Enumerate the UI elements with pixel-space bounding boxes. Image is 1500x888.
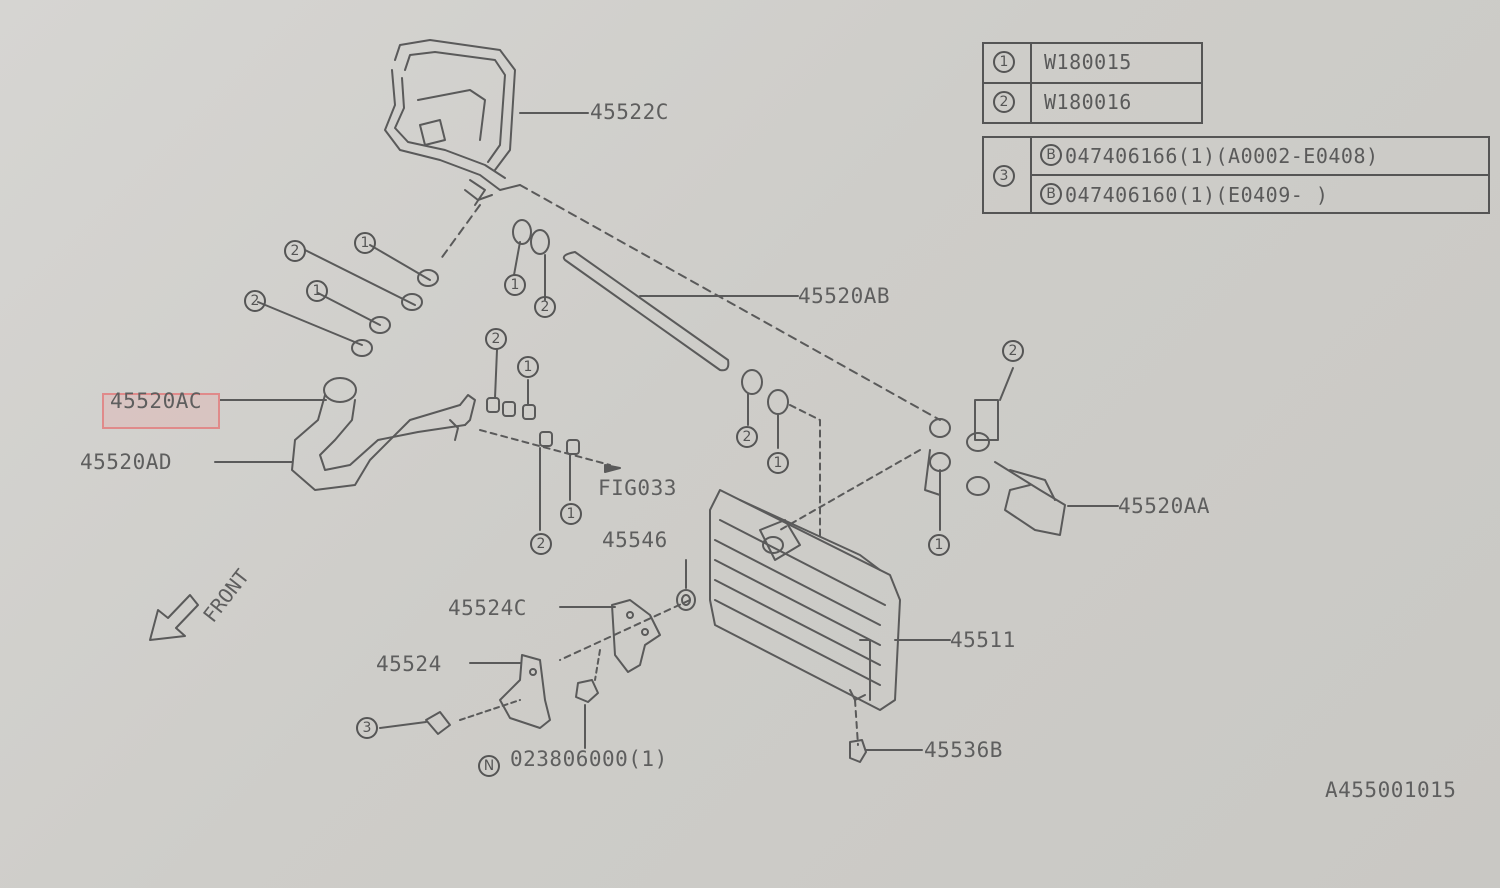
callout-2: 2 xyxy=(736,426,758,448)
callout-1: 1 xyxy=(517,356,539,378)
callout-3: 3 xyxy=(356,717,378,739)
callout-2: 2 xyxy=(485,328,507,350)
legend-code-1: W180015 xyxy=(1044,50,1132,74)
label-45536B: 45536B xyxy=(924,738,1003,762)
legend-code-2: W180016 xyxy=(1044,90,1132,114)
callout-1: 1 xyxy=(504,274,526,296)
bolt xyxy=(425,711,451,735)
label-45520AD: 45520AD xyxy=(80,450,173,474)
label-45524: 45524 xyxy=(376,652,442,676)
label-nut-code: 023806000(1) xyxy=(510,747,668,771)
clamps-middle xyxy=(479,349,611,531)
label-45522C: 45522C xyxy=(590,100,669,124)
clamps-right-hose xyxy=(741,369,821,541)
hose-45520AA xyxy=(779,367,1119,536)
front-arrow xyxy=(149,594,199,641)
nut xyxy=(575,679,599,703)
callout-1: 1 xyxy=(354,232,376,254)
hose-45520AB xyxy=(562,251,730,372)
washer-45546 xyxy=(676,589,696,611)
legend-callout-3: 3 xyxy=(993,165,1015,187)
bracket-45524C xyxy=(559,599,661,681)
callout-2: 2 xyxy=(530,533,552,555)
label-45524C: 45524C xyxy=(448,596,527,620)
highlight-box xyxy=(102,393,220,429)
callout-2: 2 xyxy=(534,296,556,318)
hose-45520AC-AD xyxy=(291,377,476,491)
diagram-code: A455001015 xyxy=(1325,778,1457,802)
bracket-45524 xyxy=(459,654,551,729)
callout-2: 2 xyxy=(1002,340,1024,362)
pipe-45522C xyxy=(384,39,521,206)
label-45520AC: 45520AC xyxy=(110,389,203,413)
legend-callout-1: 1 xyxy=(993,51,1015,73)
callout-1: 1 xyxy=(560,503,582,525)
label-45511: 45511 xyxy=(950,628,1016,652)
callout-1: 1 xyxy=(767,452,789,474)
callout-1: 1 xyxy=(928,534,950,556)
callout-1: 1 xyxy=(306,280,328,302)
label-fig033: FIG033 xyxy=(598,476,677,500)
clamps-top xyxy=(257,219,550,357)
label-45546: 45546 xyxy=(602,528,668,552)
legend-callout-2: 2 xyxy=(993,91,1015,113)
legend-symbol-B: B xyxy=(1040,183,1062,205)
label-45520AB: 45520AB xyxy=(798,284,891,308)
callout-N: N xyxy=(478,755,500,777)
callout-2: 2 xyxy=(284,240,306,262)
oil-cooler-45511 xyxy=(709,489,951,711)
legend-symbol-B: B xyxy=(1040,144,1062,166)
callout-2: 2 xyxy=(244,290,266,312)
legend-code-3a: 047406166(1)(A0002-E0408) xyxy=(1065,144,1379,168)
label-45520AA: 45520AA xyxy=(1118,494,1211,518)
legend-code-3b: 047406160(1)(E0409- ) xyxy=(1065,183,1329,207)
